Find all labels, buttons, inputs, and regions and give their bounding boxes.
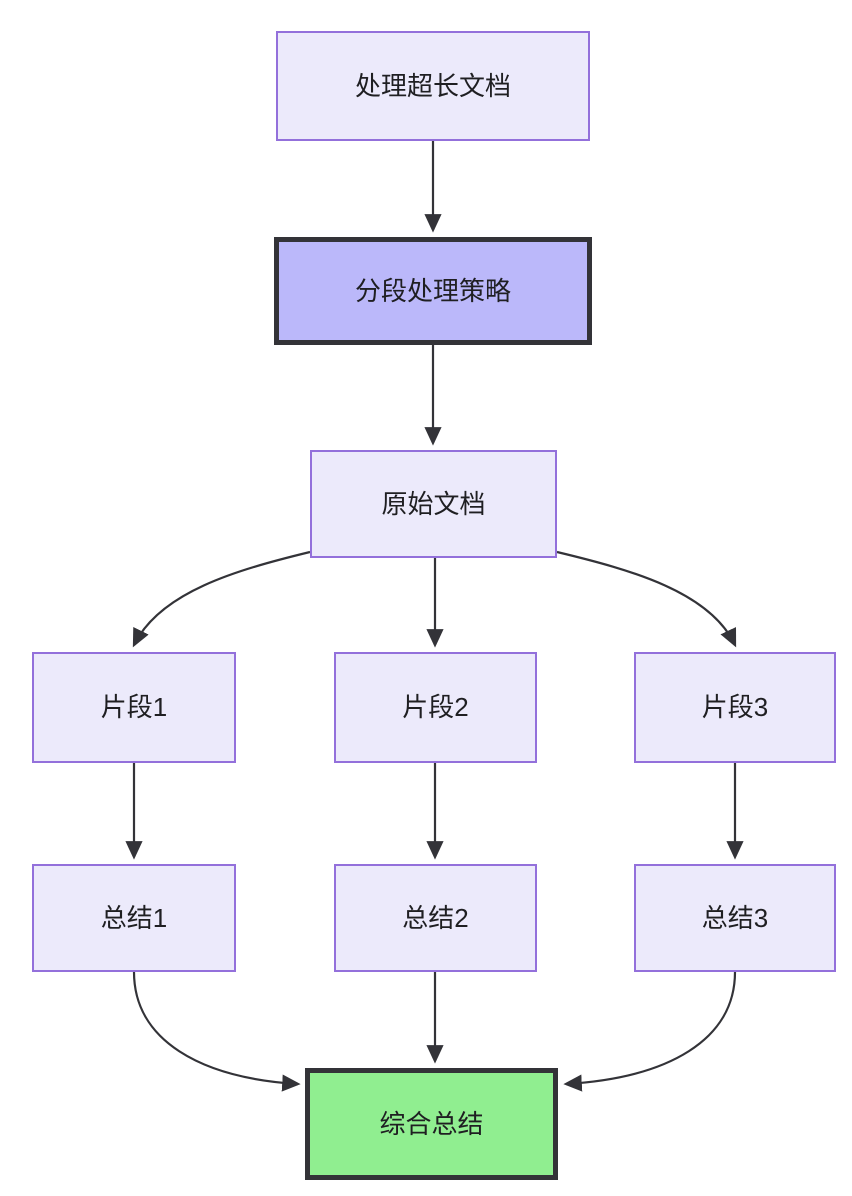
edge-n3-to-n4: [132, 550, 311, 648]
node-label: 片段2: [402, 692, 469, 723]
edge-n9-to-n10: [563, 971, 737, 1092]
node-label: 处理超长文档: [354, 70, 511, 101]
node-summary-2[interactable]: 总结2: [334, 864, 537, 972]
node-segment-2[interactable]: 片段2: [334, 652, 537, 763]
node-label: 总结3: [701, 902, 769, 933]
node-label: 分段处理策略: [354, 275, 511, 306]
node-label: 原始文档: [381, 488, 486, 519]
edge-n7-to-n10: [132, 971, 301, 1092]
node-original-document[interactable]: 原始文档: [310, 450, 557, 558]
node-label: 片段3: [701, 692, 769, 723]
node-process-long-document[interactable]: 处理超长文档: [276, 31, 590, 141]
node-segment-3[interactable]: 片段3: [634, 652, 836, 763]
node-label: 总结1: [100, 902, 168, 933]
node-label: 片段1: [100, 692, 168, 723]
node-summary-1[interactable]: 总结1: [32, 864, 236, 972]
node-label: 综合总结: [379, 1108, 484, 1139]
node-summary-3[interactable]: 总结3: [634, 864, 836, 972]
edge-n3-to-n6: [556, 550, 737, 648]
node-combined-summary[interactable]: 综合总结: [305, 1068, 558, 1180]
node-chunking-strategy[interactable]: 分段处理策略: [274, 237, 592, 345]
node-segment-1[interactable]: 片段1: [32, 652, 236, 763]
node-label: 总结2: [402, 902, 469, 933]
